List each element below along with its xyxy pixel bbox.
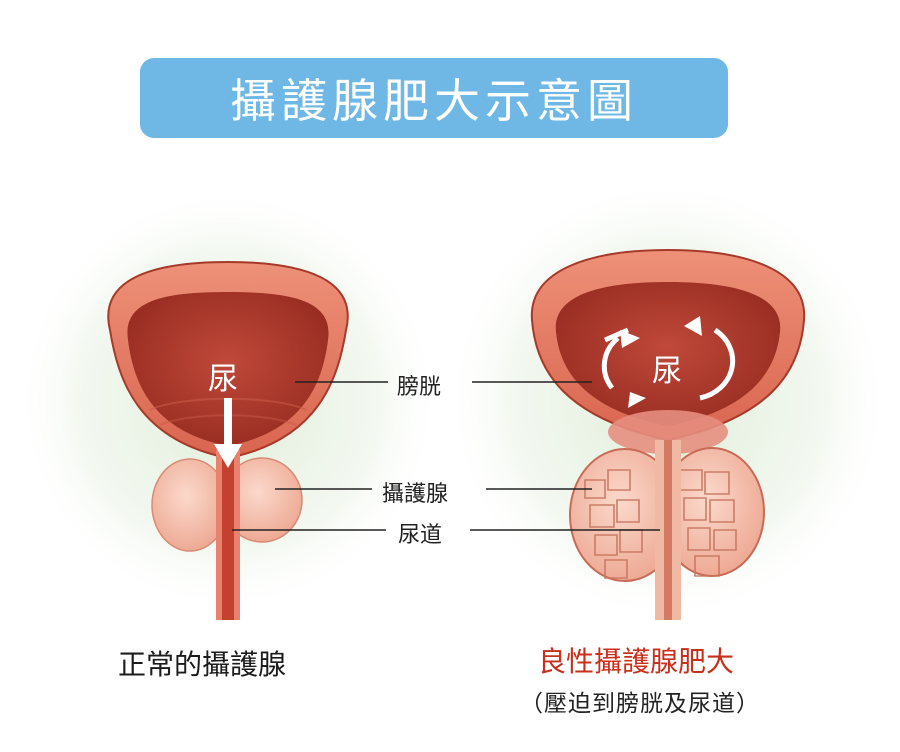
leader-lines: [232, 381, 660, 531]
circulation-arrows: [601, 327, 736, 401]
page-title: 攝護腺肥大示意圖: [230, 74, 638, 128]
label-urethra: 尿道: [398, 523, 443, 548]
urine-label-normal: 尿: [208, 362, 238, 397]
caption-bph-sub: （壓迫到膀胱及尿道）: [520, 691, 760, 717]
bph-prostate: [569, 447, 765, 582]
title-banner: 攝護腺肥大示意圖: [140, 58, 728, 138]
circulation-arrowhead-top: [620, 330, 640, 348]
circulation-arrowhead-bottom: [628, 392, 646, 408]
urine-flow-arrow: [214, 398, 242, 468]
caption-bph: 良性攝護腺肥大: [538, 645, 735, 678]
urine-label-bph: 尿: [652, 354, 682, 389]
label-prostate: 攝護腺: [382, 482, 449, 507]
caption-normal: 正常的攝護腺: [118, 648, 287, 681]
normal-urethra: [216, 450, 240, 620]
normal-bladder: [107, 260, 349, 460]
normal-prostate: [151, 457, 303, 552]
bph-bladder: [530, 248, 806, 454]
label-bladder: 膀胱: [397, 375, 442, 400]
circulation-arrowhead-right: [684, 316, 702, 336]
